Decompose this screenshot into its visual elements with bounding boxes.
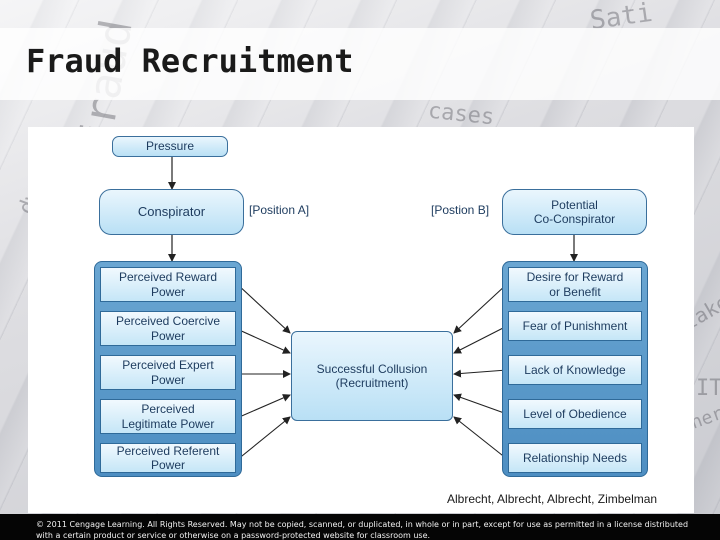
factor-desire-for-reward: Desire for Reward or Benefit — [508, 267, 642, 302]
arrow-right-factor-3 — [453, 369, 508, 378]
arrow-right-factor-5 — [453, 416, 508, 460]
factor-coercive-power: Perceived Coercive Power — [100, 311, 236, 346]
co-conspirator-label: Potential Co-Conspirator — [533, 197, 616, 226]
pressure-box: Pressure — [112, 136, 228, 157]
co-conspirator-box: Potential Co-Conspirator — [502, 189, 647, 235]
arrow-right-factor-2 — [453, 325, 508, 354]
successful-collusion-label: Successful Collusion (Recruitment) — [316, 361, 428, 390]
arrow-left-factor-2 — [236, 328, 291, 354]
background-word: IT — [696, 376, 720, 401]
factor-legitimate-power: Perceived Legitimate Power — [100, 399, 236, 434]
arrow-right-factor-4 — [453, 393, 508, 415]
conspirator-box: Conspirator — [99, 189, 244, 235]
successful-collusion-box: Successful Collusion (Recruitment) — [291, 331, 453, 421]
position-a-label: [Position A] — [249, 203, 310, 217]
pressure-label: Pressure — [145, 139, 195, 154]
factor-lack-of-knowledge: Lack of Knowledge — [508, 355, 642, 385]
position-b-label: [Postion B] — [431, 203, 490, 217]
diagram-connectors — [168, 157, 578, 461]
title-band — [0, 28, 720, 100]
factor-relationship-needs: Relationship Needs — [508, 443, 642, 473]
copyright-band — [0, 514, 720, 540]
arrow-left-factor-1 — [236, 283, 291, 334]
factor-level-of-obedience: Level of Obedience — [508, 399, 642, 429]
conspirator-label: Conspirator — [137, 204, 206, 220]
background-word: cases — [426, 98, 496, 131]
factor-expert-power: Perceived Expert Power — [100, 355, 236, 390]
arrow-right-factor-1 — [453, 283, 508, 334]
arrow-left-factor-4 — [236, 394, 291, 419]
source-citation: Albrecht, Albrecht, Albrecht, Zimbelman — [447, 492, 658, 506]
factor-fear-of-punishment: Fear of Punishment — [508, 311, 642, 341]
factor-reward-power: Perceived Reward Power — [100, 267, 236, 302]
copyright-notice: © 2011 Cengage Learning. All Rights Rese… — [36, 520, 689, 540]
diagram-panel: Pressure Conspirator [Position A] [Posti… — [28, 127, 694, 513]
factor-referent-power: Perceived Referent Power — [100, 443, 236, 473]
arrow-left-factor-5 — [236, 416, 291, 461]
page-title: Fraud Recruitment — [26, 42, 354, 80]
